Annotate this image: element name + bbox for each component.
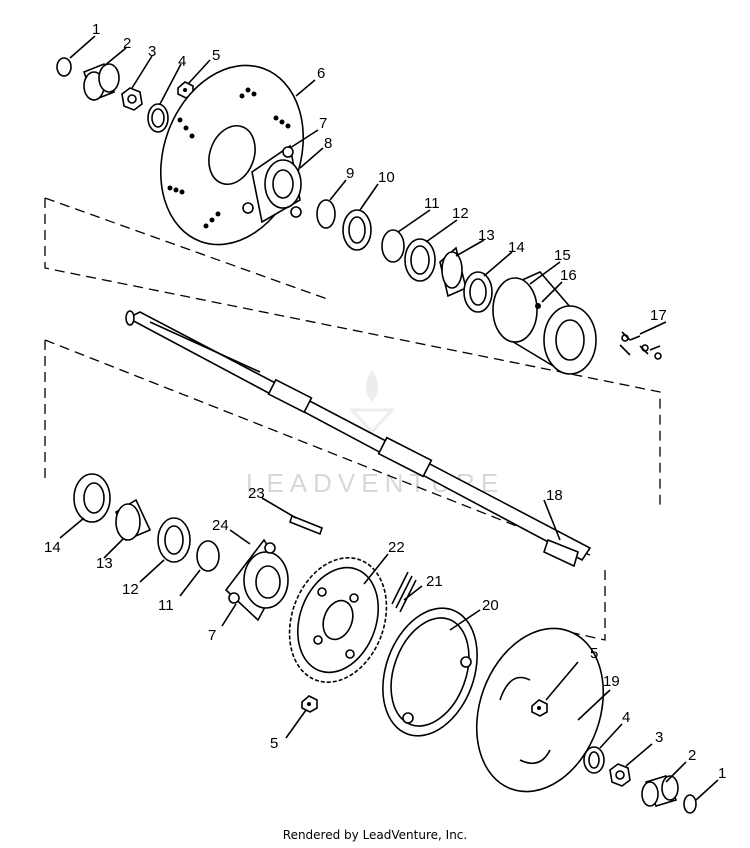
part-17-clips bbox=[619, 331, 662, 360]
part-12-race-top bbox=[404, 238, 436, 282]
assembly-guide-top bbox=[44, 197, 331, 301]
callout-12-top: 12 bbox=[452, 205, 469, 222]
callout-11-top: 11 bbox=[424, 195, 440, 212]
callout-labels: 1 2 3 4 5 6 7 8 9 10 11 12 13 14 15 16 1… bbox=[44, 21, 726, 782]
callout-14-top: 14 bbox=[508, 239, 525, 256]
part-11-ring-top bbox=[381, 229, 405, 263]
callout-24: 24 bbox=[212, 517, 229, 534]
callout-23: 23 bbox=[248, 485, 265, 502]
callout-20: 20 bbox=[482, 597, 499, 614]
part-2-spacer-bottom bbox=[641, 775, 679, 807]
callout-1-bottom: 1 bbox=[718, 765, 726, 782]
part-11-ring-bottom bbox=[196, 540, 220, 572]
leader-lines bbox=[59, 35, 719, 801]
callout-2-top: 2 bbox=[123, 35, 131, 52]
part-4-washer-top bbox=[147, 103, 169, 133]
part-18-axle bbox=[125, 310, 592, 568]
callout-13-bottom: 13 bbox=[96, 555, 113, 572]
callout-19: 19 bbox=[603, 673, 620, 690]
callout-6: 6 bbox=[317, 65, 325, 82]
part-3-nut-bottom bbox=[609, 763, 631, 787]
callout-4-bottom: 4 bbox=[622, 709, 630, 726]
part-22-sprocket bbox=[288, 557, 388, 683]
callout-7-bottom: 7 bbox=[208, 627, 216, 644]
part-21-chain-guide bbox=[391, 571, 417, 613]
callout-14-bottom: 14 bbox=[44, 539, 61, 556]
callout-4-top: 4 bbox=[178, 53, 186, 70]
part-6-brake-disc bbox=[159, 64, 305, 246]
part-23-bolt bbox=[289, 514, 323, 536]
callout-3-bottom: 3 bbox=[655, 729, 663, 746]
callout-13-top: 13 bbox=[478, 227, 495, 244]
part-14-cup-bottom bbox=[73, 473, 111, 523]
part-8-hub-top bbox=[242, 144, 302, 224]
callout-3-top: 3 bbox=[148, 43, 156, 60]
callout-17: 17 bbox=[650, 307, 667, 324]
part-3-nut-top bbox=[121, 87, 143, 111]
callout-22: 22 bbox=[388, 539, 405, 556]
part-9-circlip bbox=[316, 199, 336, 229]
part-5-nut-center bbox=[531, 699, 548, 717]
watermark-logo bbox=[348, 370, 396, 435]
callout-8: 8 bbox=[324, 135, 332, 152]
part-14-cup-top bbox=[463, 271, 493, 313]
callout-15: 15 bbox=[554, 247, 571, 264]
part-1-circlip-top bbox=[56, 57, 72, 77]
callout-5-center: 5 bbox=[590, 645, 598, 662]
callout-1-top: 1 bbox=[92, 21, 100, 38]
part-2-spacer-top bbox=[82, 62, 120, 102]
callout-10: 10 bbox=[378, 169, 395, 186]
callout-11-bottom: 11 bbox=[158, 597, 174, 614]
callout-5-top: 5 bbox=[212, 47, 220, 64]
callout-16: 16 bbox=[560, 267, 577, 284]
callout-9: 9 bbox=[346, 165, 354, 182]
callout-2-bottom: 2 bbox=[688, 747, 696, 764]
callout-18: 18 bbox=[546, 487, 563, 504]
part-10-seal bbox=[342, 209, 372, 251]
part-1-circlip-bottom bbox=[683, 794, 697, 814]
part-24-sprocket-hub bbox=[224, 538, 289, 622]
callout-21: 21 bbox=[426, 573, 443, 590]
part-13-bearing-bottom bbox=[115, 498, 152, 542]
part-4-washer-bottom bbox=[583, 746, 605, 774]
assembly-guide-upper bbox=[44, 198, 661, 510]
callout-7-top: 7 bbox=[319, 115, 327, 132]
render-credit: Rendered by LeadVenture, Inc. bbox=[282, 828, 468, 842]
part-15-bearing-housing bbox=[492, 271, 597, 375]
part-5-nut-bottom bbox=[301, 695, 318, 713]
part-20-brake-ring bbox=[382, 607, 478, 737]
part-12-race-bottom bbox=[157, 517, 191, 563]
callout-5-bottom: 5 bbox=[270, 735, 278, 752]
callout-12-bottom: 12 bbox=[122, 581, 139, 598]
part-13-bearing-top bbox=[439, 246, 467, 298]
